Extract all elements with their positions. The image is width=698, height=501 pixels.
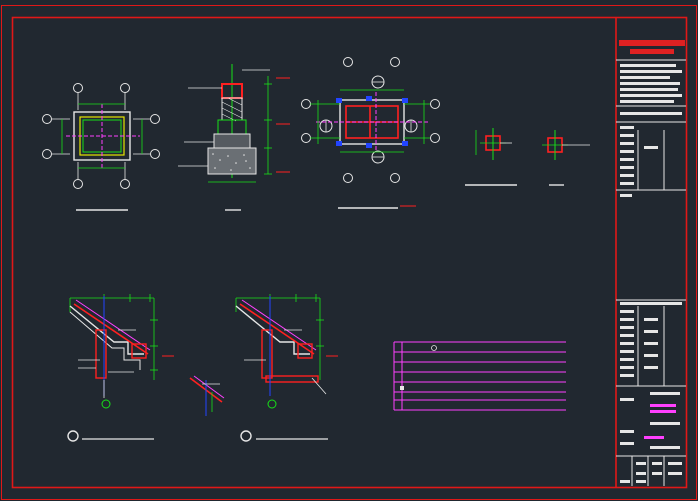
title-block-header <box>619 40 685 46</box>
grid-bubble <box>120 179 130 189</box>
grid-bubble <box>150 114 160 124</box>
detail-stair-section-right <box>235 294 338 442</box>
detail-small-section-b <box>542 130 590 186</box>
outer-sheet-border <box>1 5 697 500</box>
grid-bubble <box>73 179 83 189</box>
rebar-schedule-table <box>393 341 566 411</box>
detail-base-plate-plan <box>301 57 440 209</box>
grid-bubble <box>42 114 52 124</box>
grid-bubble <box>42 149 52 159</box>
detail-stair-section-left <box>67 294 174 442</box>
grid-bubble <box>73 83 83 93</box>
detail-small-section-a <box>465 128 517 186</box>
section-marker <box>67 430 79 442</box>
footing-pad <box>213 133 251 149</box>
grid-bubble <box>120 83 130 93</box>
detail-footing-section <box>178 64 290 211</box>
gravel-base <box>207 147 257 175</box>
section-marker <box>240 430 252 442</box>
detail-column-plan <box>42 83 160 211</box>
inner-drawing-frame <box>11 16 688 489</box>
grid-bubble <box>150 149 160 159</box>
detail-node <box>189 375 225 416</box>
title-block <box>616 40 686 486</box>
landing-slab <box>265 375 319 383</box>
